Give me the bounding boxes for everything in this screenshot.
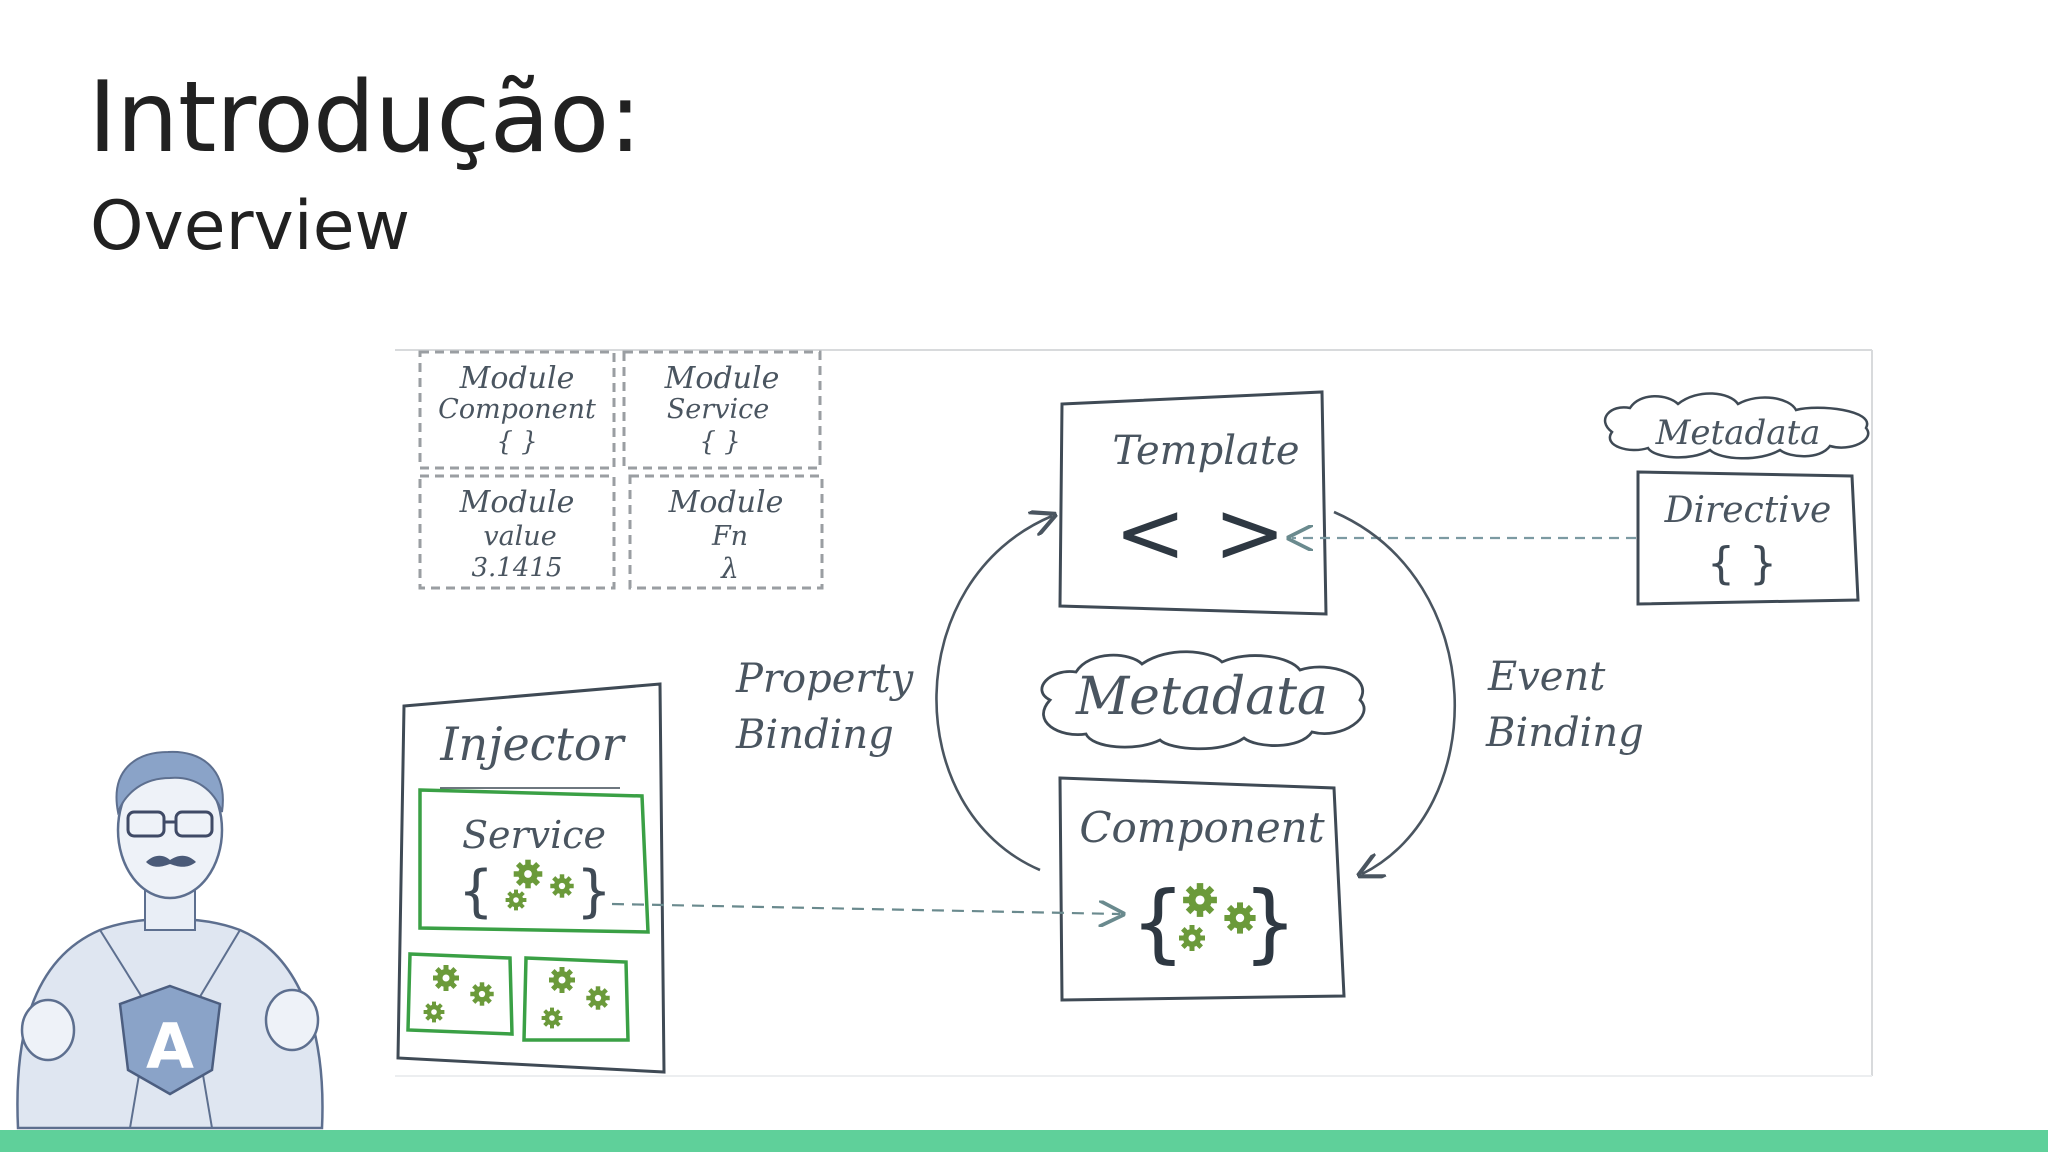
property-binding-arrow <box>935 516 1052 872</box>
angular-hero-illustration: A <box>16 750 324 1130</box>
directive-label: Directive <box>1664 490 1832 531</box>
component-box: Component { } <box>1058 776 1346 1002</box>
event-binding-line1: Event <box>1487 654 1606 700</box>
module-component-line3: { } <box>496 427 537 457</box>
injector-box: Injector Service { } <box>396 682 666 1074</box>
module-fn-line1: Module <box>668 485 784 520</box>
directive-box: Directive { } <box>1636 470 1860 606</box>
injector-slot-2 <box>522 956 630 1042</box>
module-service-line3: { } <box>699 427 740 457</box>
service-gears-icon <box>505 859 574 911</box>
angular-shield-icon: A <box>118 984 222 1096</box>
top-metadata-cloud: Metadata <box>1604 392 1870 460</box>
module-value-line1: Module <box>459 485 575 520</box>
event-binding-arrow <box>1333 510 1456 874</box>
module-fn-line3: λ <box>720 552 739 585</box>
event-binding-line2: Binding <box>1485 710 1644 756</box>
template-box: Template < > <box>1058 390 1328 616</box>
injector-slot-1 <box>406 952 514 1036</box>
module-service-box: Module Service { } <box>622 350 822 470</box>
event-binding-label: Event Binding <box>1485 654 1644 756</box>
service-brace-right: } <box>576 859 612 924</box>
component-label: Component <box>1079 803 1324 852</box>
module-component-line2: Component <box>438 394 596 425</box>
module-service-line1: Module <box>664 361 780 396</box>
service-box: Service { } <box>418 788 650 934</box>
template-label: Template <box>1112 428 1299 474</box>
module-value-line3: 3.1415 <box>472 553 563 583</box>
module-fn-box: Module Fn λ <box>628 474 824 590</box>
top-metadata-label: Metadata <box>1655 413 1821 453</box>
property-binding-line1: Property <box>735 656 915 702</box>
directive-symbol: { } <box>1707 538 1777 589</box>
component-brace-right: } <box>1243 873 1298 973</box>
service-label: Service <box>462 813 606 857</box>
angular-badge-letter: A <box>146 1010 194 1083</box>
module-grid: Module Component { } Module Service { } … <box>418 350 824 590</box>
module-value-box: Module value 3.1415 <box>418 474 616 590</box>
property-binding-line2: Binding <box>735 712 894 758</box>
mascot-body <box>16 750 324 1130</box>
template-symbol: < > <box>1114 483 1285 583</box>
center-metadata-cloud: Metadata <box>1040 650 1366 751</box>
module-component-box: Module Component { } <box>418 350 616 470</box>
module-value-line2: value <box>483 521 556 552</box>
diagram-frame <box>395 349 1873 1077</box>
module-component-line1: Module <box>459 361 575 396</box>
injector-label: Injector <box>439 717 626 771</box>
bottom-accent-bar <box>0 1130 2048 1152</box>
center-metadata-label: Metadata <box>1075 667 1328 727</box>
module-fn-line2: Fn <box>711 521 748 552</box>
module-service-line2: Service <box>667 394 769 425</box>
service-to-component-arrow <box>611 904 1120 914</box>
service-brace-left: { <box>458 859 494 924</box>
slide-title: Introdução: <box>88 61 642 175</box>
property-binding-label: Property Binding <box>735 656 915 758</box>
component-brace-left: { <box>1131 873 1186 973</box>
slide-subtitle: Overview <box>90 187 411 266</box>
